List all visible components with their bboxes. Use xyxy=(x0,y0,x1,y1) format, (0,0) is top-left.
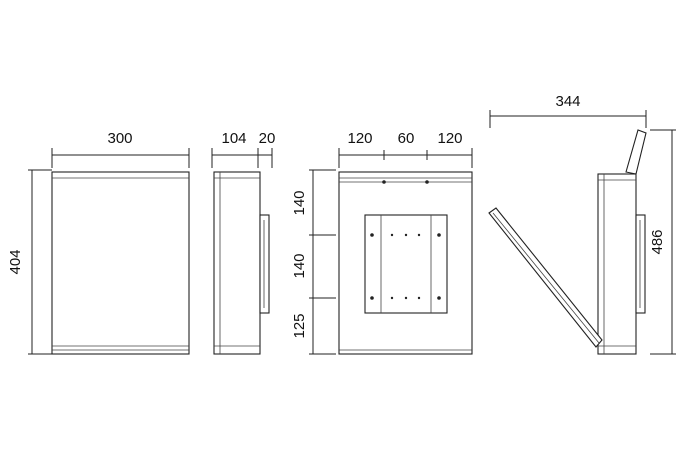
open-lid xyxy=(625,129,647,175)
open-width-label: 344 xyxy=(555,93,580,110)
side-box-body xyxy=(213,171,261,355)
front-view: 300 404 xyxy=(7,130,190,355)
back-horizontal-label-2: 60 xyxy=(398,130,415,147)
open-height-label: 486 xyxy=(649,229,666,254)
front-height-label: 404 xyxy=(7,249,24,274)
side-flange-label: 20 xyxy=(259,130,276,147)
back-view: 120 60 120 140 140 125 xyxy=(291,130,473,355)
back-horizontal-label-1: 120 xyxy=(347,130,372,147)
side-wall-bracket xyxy=(259,214,270,314)
back-vertical-label-1: 140 xyxy=(291,190,308,215)
open-wall-bracket xyxy=(635,214,646,314)
back-mounting-plate xyxy=(364,214,448,314)
back-vertical-label-3: 125 xyxy=(291,313,308,338)
side-depth-label: 104 xyxy=(221,130,246,147)
front-width-label: 300 xyxy=(107,130,132,147)
open-view: 344 486 xyxy=(488,93,676,355)
front-box-body xyxy=(51,171,190,355)
side-view: 104 20 xyxy=(211,130,276,355)
back-horizontal-label-3: 120 xyxy=(437,130,462,147)
back-vertical-label-2: 140 xyxy=(291,253,308,278)
